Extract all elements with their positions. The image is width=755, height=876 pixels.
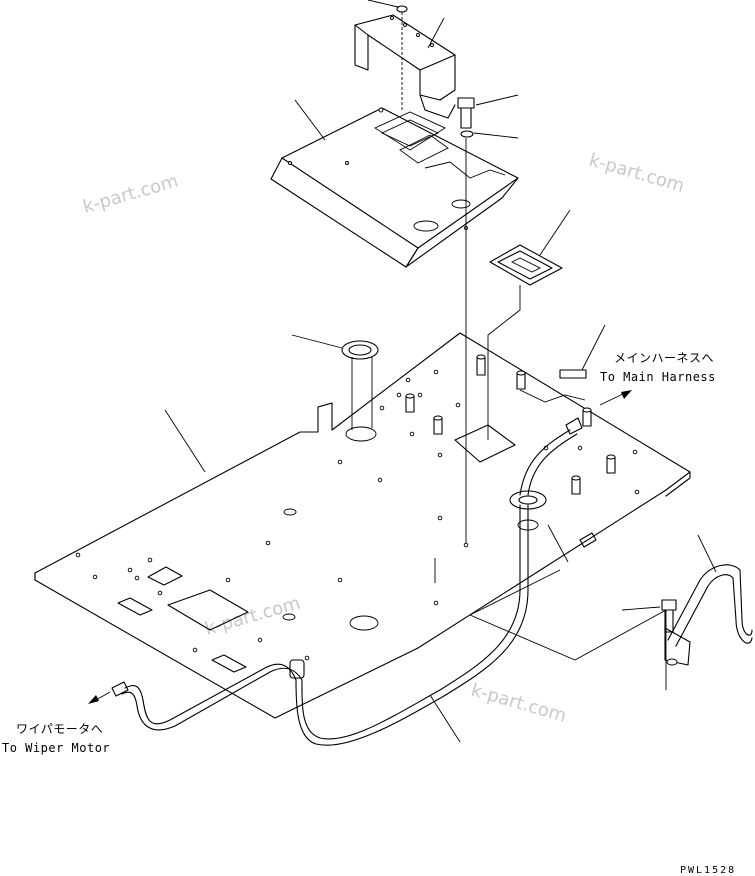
- label-main-harness-en: To Main Harness: [600, 370, 716, 384]
- leader-line: [164, 0, 717, 743]
- bracket: [354, 14, 456, 119]
- grommet: [341, 340, 379, 430]
- drawing-code: PWL1528: [680, 865, 736, 876]
- arrow-to-main-harness: [599, 390, 632, 406]
- bolt: [457, 97, 475, 129]
- floor-plate: [34, 332, 691, 719]
- watermark: k-part.com: [81, 171, 181, 218]
- watermark: k-part.com: [587, 150, 687, 197]
- label-wiper-motor-en: To Wiper Motor: [2, 741, 110, 755]
- arrow-to-wiper-motor: [88, 691, 111, 704]
- connector: [559, 369, 587, 379]
- handrail: [664, 564, 753, 666]
- connector: [111, 681, 129, 697]
- label-wiper-motor-jp: ワイパモータへ: [16, 722, 103, 736]
- washer: [396, 5, 408, 13]
- stud: [405, 354, 616, 495]
- washer: [460, 130, 474, 138]
- seal-cover: [487, 244, 563, 440]
- bolt: [661, 599, 677, 633]
- watermark: k-part.com: [469, 680, 569, 727]
- cover-plate: [270, 107, 519, 268]
- wiring-harness: [121, 429, 597, 746]
- label-main-harness-jp: メインハーネスへ: [614, 351, 714, 365]
